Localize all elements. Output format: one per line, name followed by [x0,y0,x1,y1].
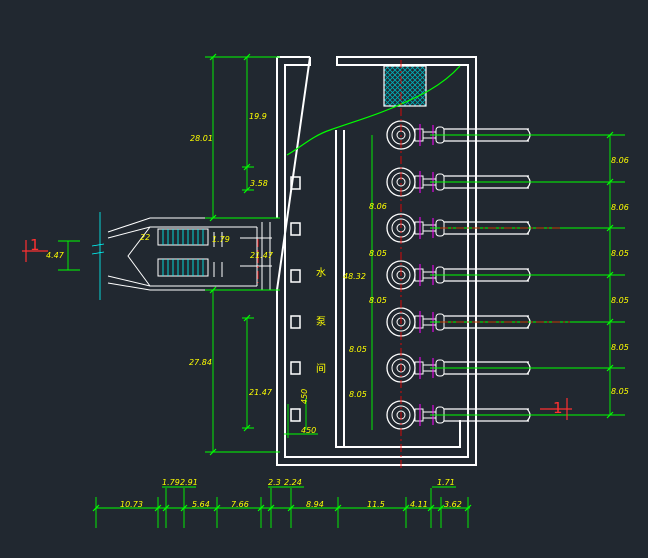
dim-bottom-2-91: 2.91 [180,478,198,487]
dim-48-32: 48.32 [343,272,366,281]
dim-pump-8-06: 8.06 [369,202,387,211]
dim-1-79-inlet: 1.79 [212,235,230,244]
dim-right-4: 8.05 [611,296,629,305]
dim-bottom-5-64: 5.64 [192,500,210,509]
dim-texts-wall: 450 450 [300,389,316,435]
dim-bottom-1-79: 1.79 [162,478,180,487]
dim-right-3: 8.05 [611,249,629,258]
dim-19-9: 19.9 [249,112,267,121]
dim-450-vertical: 450 [300,389,309,404]
dim-pump-8-05-a: 8.05 [369,249,387,258]
chamber-char-3: 间 [316,362,326,375]
dim-right-1: 8.06 [611,156,629,165]
dim-28-01: 28.01 [190,134,213,143]
dim-bottom-3-62: 3.62 [444,500,462,509]
dimension-ticks [92,53,614,512]
chamber-label: 水 泵 间 [316,267,326,375]
dim-texts-left: 28.01 19.9 3.58 27.84 21.47 4.47 1.79 21… [46,112,366,397]
section-label-right: 1 [553,399,563,417]
outer-wall [276,56,477,466]
dim-pump-8-05-b: 8.05 [369,296,387,305]
dim-right-2: 8.06 [611,203,629,212]
inlet-screens [91,212,204,300]
hatched-block [383,65,427,107]
dim-21-47-inlet: 21.47 [250,251,274,260]
centerlines [257,60,570,470]
building-walls [276,56,477,466]
dim-27-84: 27.84 [189,358,212,367]
dim-bottom-2-24: 2.24 [284,478,302,487]
wall-openings [290,176,301,422]
dim-pump-8-05-d: 8.05 [349,390,367,399]
partition-wall [335,130,345,448]
chamber-char-2: 泵 [316,316,326,328]
dim-bottom-7-66: 7.66 [231,500,249,509]
dim-right-5: 8.05 [611,343,629,352]
dim-22: 22 [140,233,150,242]
dim-bottom-8-94: 8.94 [306,500,324,509]
dim-texts-bottom: 10.73 1.79 2.91 5.64 7.66 2.3 2.24 8.94 … [120,478,462,509]
dim-bottom-4-11: 4.11 [410,500,428,509]
dim-texts-right: 8.06 8.06 8.05 8.05 8.05 8.05 [611,156,629,396]
break-line [286,65,461,156]
dim-21-47-lower: 21.47 [249,388,273,397]
section-label-left: 1 [30,236,40,254]
dim-bottom-2-3: 2.3 [268,478,281,487]
dim-pump-8-05-c: 8.05 [349,345,367,354]
partition-bottom [344,420,461,448]
dim-bottom-10-73: 10.73 [120,500,143,509]
dim-bottom-11-5: 11.5 [367,500,385,509]
dim-right-6: 8.05 [611,387,629,396]
dim-450-horizontal: 450 [301,426,316,435]
dim-3-58: 3.58 [250,179,268,188]
section-mark-left: 1 [22,236,48,262]
dim-4-47: 4.47 [46,251,65,260]
section-mark-right: 1 [540,398,572,420]
dim-bottom-1-71: 1.71 [437,478,455,487]
chamber-char-1: 水 [316,267,326,279]
dim-texts-pump: 8.06 8.05 8.05 8.05 8.05 [349,202,387,399]
